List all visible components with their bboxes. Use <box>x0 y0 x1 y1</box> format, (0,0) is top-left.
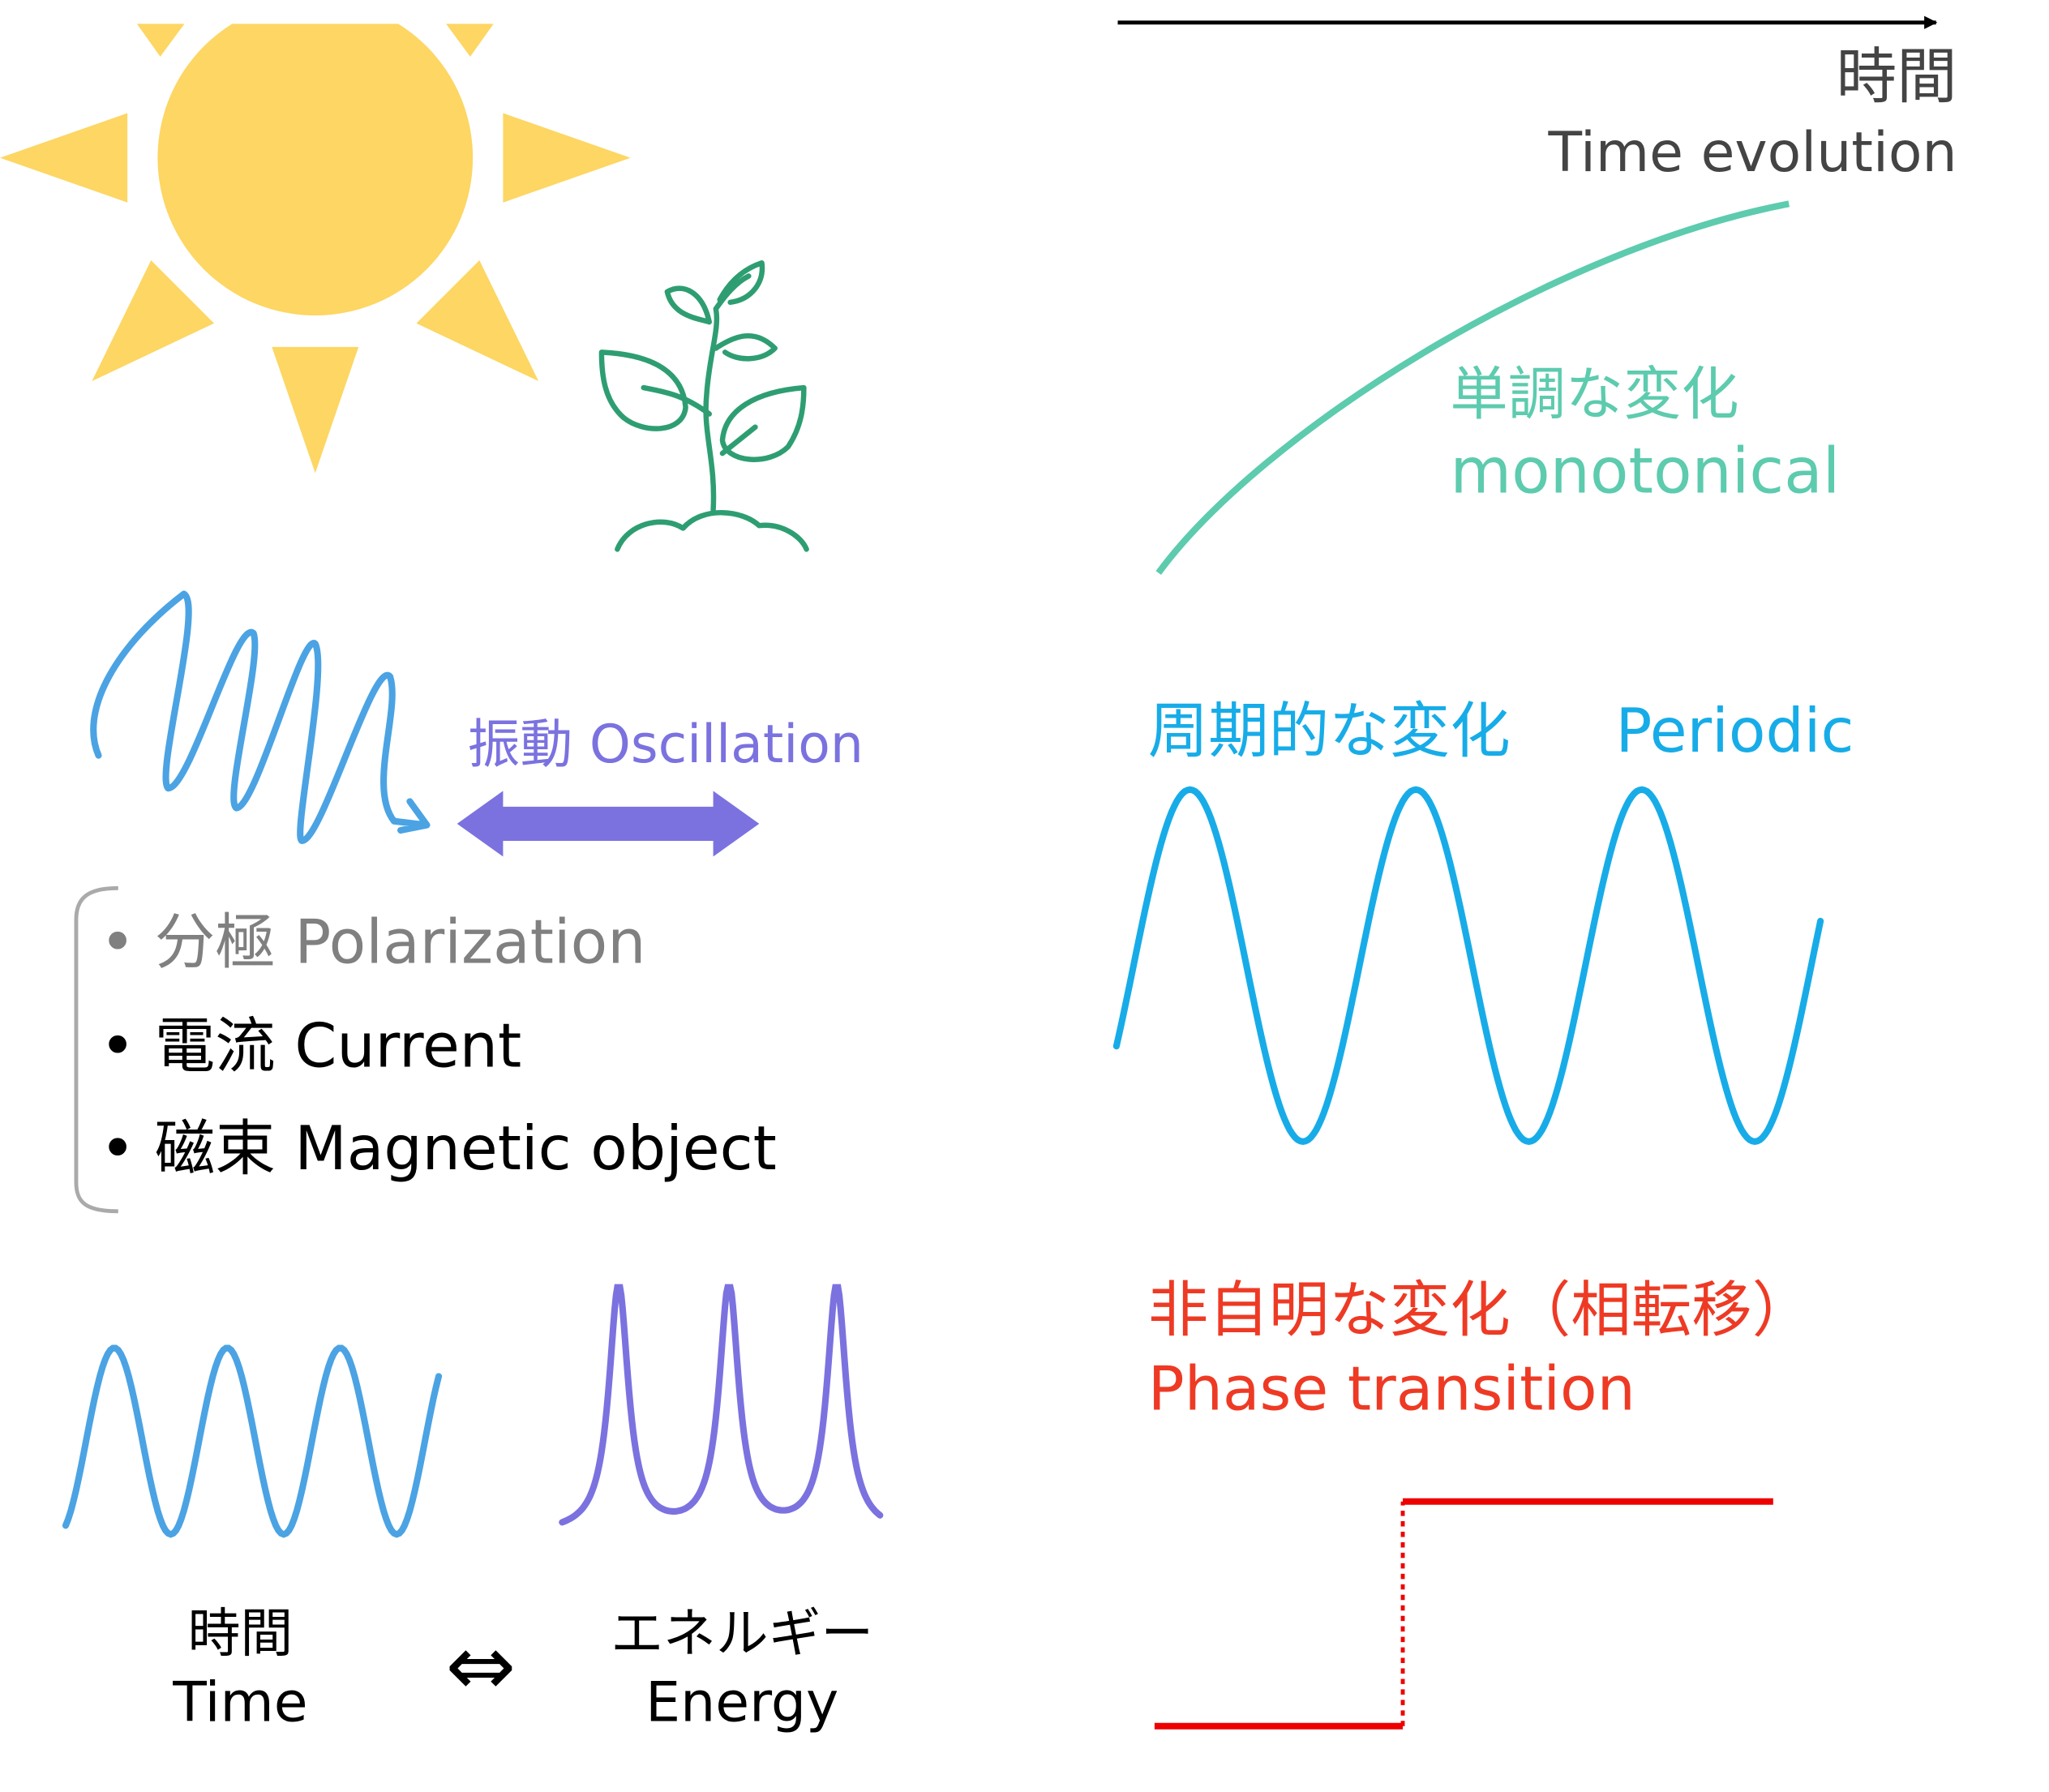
time-label-en-bottom: Time <box>172 1670 307 1734</box>
monotonic-label-jp: 単調な変化 <box>1450 361 1738 428</box>
energy-label-jp: エネルギー <box>611 1603 873 1664</box>
periodic-wave <box>1112 786 1824 1146</box>
double-arrow-icon <box>457 791 760 857</box>
example-magnetic: • 磁束 Magnetic object <box>100 1113 777 1184</box>
list-bracket <box>74 885 118 1214</box>
energy-label-en: Energy <box>645 1670 838 1734</box>
time-label-jp-bottom: 時間 <box>188 1603 294 1664</box>
phase-label-en: Phase transition <box>1148 1353 1635 1424</box>
sun-icon <box>0 24 631 474</box>
phase-step <box>1154 1498 1773 1730</box>
oscillation-label: 振動 Oscillation <box>468 714 864 775</box>
plant-icon <box>598 259 809 552</box>
periodic-label-en: Periodic <box>1615 696 1854 766</box>
monotonic-label-en: monotonical <box>1450 435 1840 508</box>
monotonic-curve <box>1155 200 1790 575</box>
equivalence-icon: ⇔ <box>445 1618 516 1715</box>
periodic-label-jp: 周期的な変化 <box>1148 696 1511 766</box>
example-polarization: • 分極 Polarization <box>100 907 645 978</box>
energy-spectrum-peaks <box>559 1284 884 1526</box>
time-evolution-label: Time evolution <box>1548 121 1957 185</box>
phase-label-jp: 非自明な変化（相転移） <box>1148 1275 1813 1345</box>
time-domain-wave <box>62 1344 443 1538</box>
example-current: • 電流 Current <box>100 1011 521 1082</box>
oscillation-squiggle <box>90 590 431 845</box>
time-label-jp: 時間 <box>1837 41 1957 112</box>
